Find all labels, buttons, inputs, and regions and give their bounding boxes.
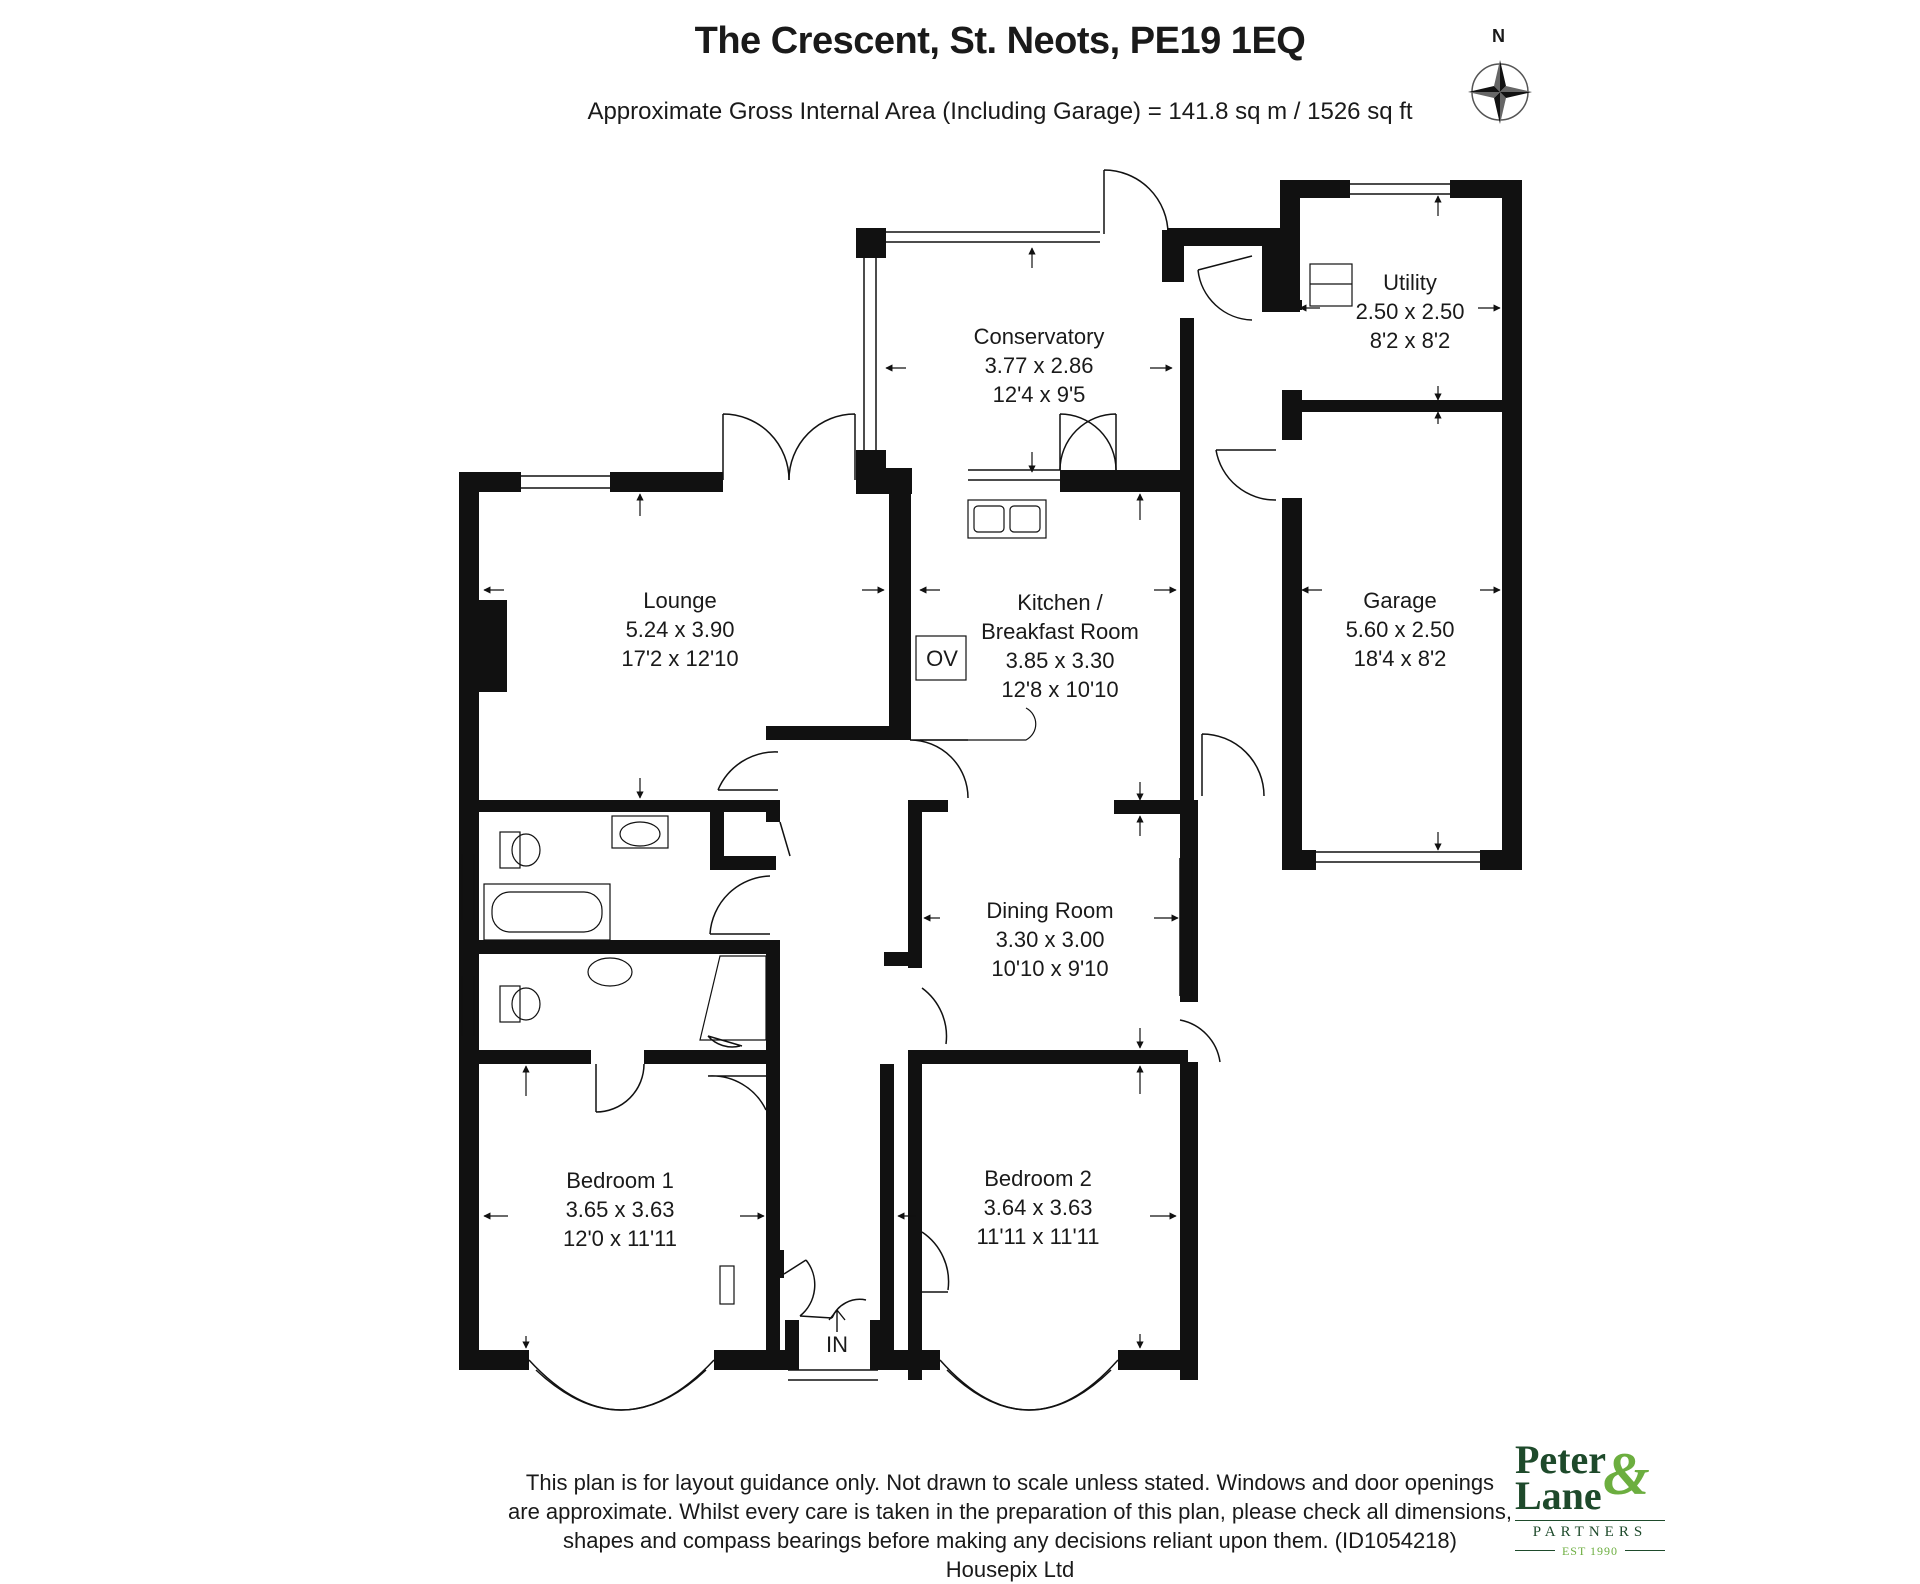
room-garage: Garage 5.60 x 2.50 18'4 x 8'2 <box>1310 586 1490 673</box>
logo-est: EST 1990 <box>1561 1544 1619 1558</box>
room-utility: Utility 2.50 x 2.50 8'2 x 8'2 <box>1340 268 1480 355</box>
room-name: Kitchen / <box>1017 590 1103 615</box>
walls <box>459 180 1522 1380</box>
disclaimer-line: are approximate. Whilst every care is ta… <box>508 1499 1512 1524</box>
bay-windows <box>528 1359 1119 1411</box>
room-name: Bedroom 1 <box>566 1168 674 1193</box>
room-imperial: 17'2 x 12'10 <box>621 646 739 671</box>
compass-rose-icon <box>1468 60 1532 124</box>
room-imperial: 12'0 x 11'11 <box>562 1226 677 1251</box>
room-name: Bedroom 2 <box>984 1166 1092 1191</box>
disclaimer-line: Housepix Ltd <box>945 1557 1075 1582</box>
room-imperial: 8'2 x 8'2 <box>1369 328 1451 353</box>
room-metric: 3.65 x 3.63 <box>565 1197 675 1222</box>
logo-divider <box>1625 1550 1665 1551</box>
room-metric: 3.64 x 3.63 <box>983 1195 1093 1220</box>
entrance-arrow-icon <box>828 1309 846 1332</box>
room-lounge: Lounge 5.24 x 3.90 17'2 x 12'10 <box>580 586 780 673</box>
room-name: Utility <box>1383 270 1437 295</box>
room-metric: 3.77 x 2.86 <box>984 353 1094 378</box>
room-bedroom-1: Bedroom 1 3.65 x 3.63 12'0 x 11'11 <box>520 1166 720 1253</box>
oven-marker: OV <box>926 646 958 671</box>
windows <box>461 183 1480 1381</box>
disclaimer-line: shapes and compass bearings before makin… <box>563 1528 1457 1553</box>
logo-partners: PARTNERS <box>1532 1524 1648 1540</box>
room-metric: 2.50 x 2.50 <box>1355 299 1465 324</box>
plan-title: The Crescent, St. Neots, PE19 1EQ <box>694 20 1306 62</box>
compass-north-label: N <box>1492 26 1505 46</box>
room-metric: 5.60 x 2.50 <box>1345 617 1455 642</box>
entrance-label: IN <box>826 1332 848 1357</box>
room-name: Garage <box>1363 588 1437 613</box>
room-metric: 5.24 x 3.90 <box>625 617 735 642</box>
room-name: Lounge <box>643 588 717 613</box>
room-imperial: 12'8 x 10'10 <box>1001 677 1119 702</box>
room-name-2: Breakfast Room <box>981 619 1139 644</box>
room-imperial: 10'10 x 9'10 <box>991 956 1109 981</box>
dimension-arrows <box>483 195 1501 1349</box>
room-bedroom-2: Bedroom 2 3.64 x 3.63 11'11 x 11'11 <box>938 1164 1138 1251</box>
room-metric: 3.85 x 3.30 <box>1005 648 1115 673</box>
fixtures <box>483 263 1353 1305</box>
door-swings <box>595 169 1277 1319</box>
disclaimer: This plan is for layout guidance only. N… <box>420 1468 1600 1584</box>
room-conservatory: Conservatory 3.77 x 2.86 12'4 x 9'5 <box>934 322 1144 409</box>
logo-divider <box>1515 1550 1555 1551</box>
room-metric: 3.30 x 3.00 <box>995 927 1105 952</box>
room-imperial: 11'11 x 11'11 <box>976 1224 1100 1249</box>
logo-lane: Lane <box>1515 1473 1602 1518</box>
logo-ampersand: & <box>1603 1441 1650 1507</box>
disclaimer-line: This plan is for layout guidance only. N… <box>525 1470 1495 1495</box>
entrance: IN <box>812 1308 862 1368</box>
logo-divider <box>1515 1520 1665 1521</box>
room-kitchen: Kitchen / Breakfast Room 3.85 x 3.30 12'… <box>960 588 1160 704</box>
room-imperial: 12'4 x 9'5 <box>992 382 1086 407</box>
logo-peter: Peter <box>1515 1437 1607 1482</box>
room-name: Conservatory <box>973 324 1105 349</box>
room-dining: Dining Room 3.30 x 3.00 10'10 x 9'10 <box>950 896 1150 983</box>
area-subtitle: Approximate Gross Internal Area (Includi… <box>587 98 1413 125</box>
room-imperial: 18'4 x 8'2 <box>1353 646 1447 671</box>
agency-logo: Peter Lane & PARTNERS EST 1990 <box>1515 1440 1665 1560</box>
room-name: Dining Room <box>986 898 1114 923</box>
